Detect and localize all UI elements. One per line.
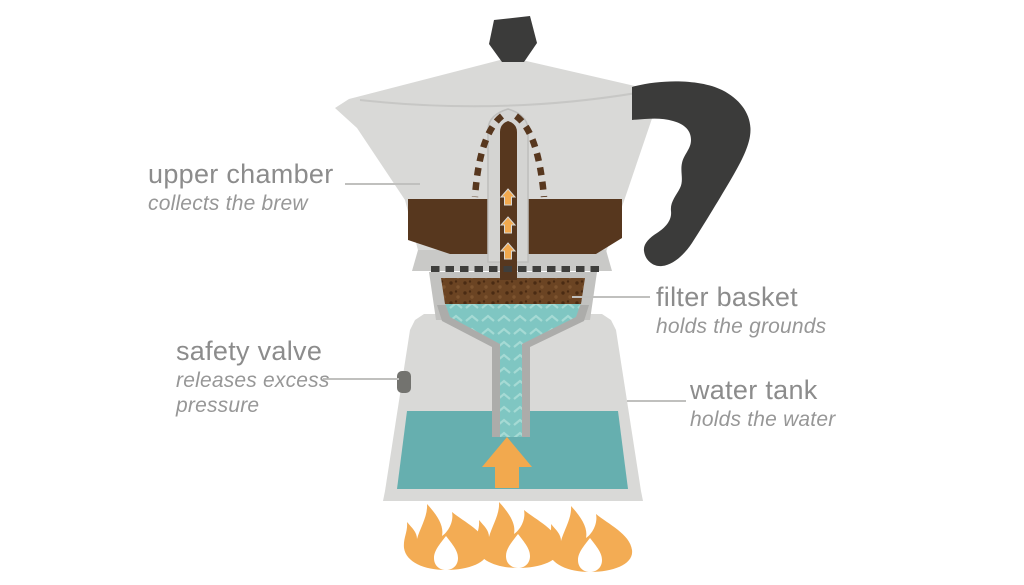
flame-icon: [403, 504, 489, 570]
coffee-spray-right: [513, 113, 548, 198]
flames: [403, 502, 633, 572]
water-tank-title: water tank: [690, 375, 818, 405]
label-safety-valve: safety valve releases excess pressure: [176, 338, 334, 419]
safety-valve-title: safety valve: [176, 336, 323, 366]
lid-knob: [489, 16, 537, 62]
upper-chamber-subtitle: collects the brew: [148, 192, 308, 215]
label-upper-chamber: upper chamber collects the brew: [148, 161, 334, 217]
handle: [632, 81, 751, 267]
safety-valve-subtitle: releases excess pressure: [176, 369, 330, 417]
funnel-water: [445, 303, 581, 437]
water-tank-subtitle: holds the water: [690, 408, 836, 431]
flame-icon: [547, 506, 633, 572]
upper-chamber-title: upper chamber: [148, 159, 334, 189]
up-arrow-icon: [482, 437, 532, 488]
filter-basket-title: filter basket: [656, 282, 798, 312]
flame-icon: [475, 502, 561, 568]
coffee-grounds: [441, 278, 585, 304]
safety-valve-part: [397, 371, 411, 393]
filter-basket-subtitle: holds the grounds: [656, 315, 827, 338]
label-water-tank: water tank holds the water: [690, 377, 835, 433]
coffee-spray-left: [471, 113, 505, 198]
lid-seam: [359, 90, 649, 108]
label-filter-basket: filter basket holds the grounds: [656, 284, 826, 340]
